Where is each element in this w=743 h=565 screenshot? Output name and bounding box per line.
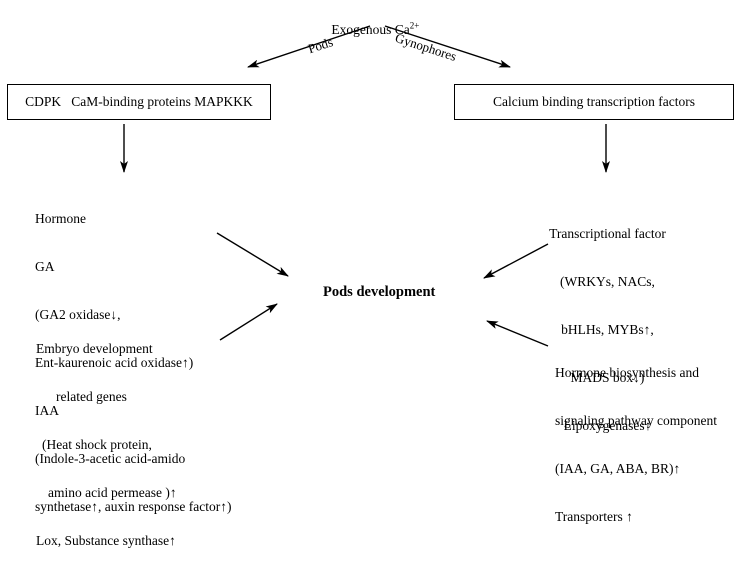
hormone-bio-line: Hormone biosynthesis and: [555, 365, 699, 380]
arrow-tf-to-center: [483, 243, 549, 279]
hormone-line: Hormone: [35, 211, 86, 226]
arrow-hormonebio-to-center: [486, 320, 549, 347]
exogenous-calcium-label: Exogenous Ca2+: [322, 6, 422, 38]
hormone-bio-line: (IAA, GA, ABA, BR)↑: [555, 461, 681, 476]
arrow-to-gynophores: [384, 25, 511, 68]
arrow-hormone-to-center: [216, 232, 289, 277]
tf-line: MADS box↓): [570, 370, 645, 385]
arrow-to-pods: [247, 25, 371, 68]
tf-line: bHLHs, MYBs↑,: [561, 322, 654, 337]
hormone-line: (GA2 oxidase↓,: [35, 307, 121, 322]
calcium-tf-box: Calcium binding transcription factors: [454, 84, 734, 120]
embryo-line: Lox, Substance synthase↑: [36, 533, 176, 548]
embryo-block: Embryo development related genes (Heat s…: [36, 309, 177, 565]
hormone-line: Ent-kaurenoic acid oxidase↑): [35, 355, 194, 370]
hormone-bio-line: signaling pathway component: [555, 413, 717, 428]
hormone-bio-line: Transporters ↑: [555, 509, 633, 524]
hormone-biosynthesis-block: Hormone biosynthesis and signaling pathw…: [555, 333, 717, 541]
embryo-line: related genes: [56, 389, 127, 404]
arrow-embryo-to-center: [219, 303, 278, 341]
hormone-line: GA: [35, 259, 55, 274]
embryo-line: amino acid permease )↑: [48, 485, 177, 500]
tf-line: Transcriptional factor: [549, 226, 666, 241]
calcium-superscript: 2+: [409, 20, 420, 31]
tf-line: (WRKYs, NACs,: [560, 274, 655, 289]
embryo-line: (Heat shock protein,: [42, 437, 152, 452]
cdpk-box: CDPK CaM-binding proteins MAPKKK: [7, 84, 271, 120]
embryo-line: Embryo development: [36, 341, 153, 356]
pods-development-label: Pods development: [323, 284, 436, 300]
arrow-layer: [120, 25, 610, 347]
exogenous-calcium-text: Exogenous Ca: [331, 22, 410, 37]
